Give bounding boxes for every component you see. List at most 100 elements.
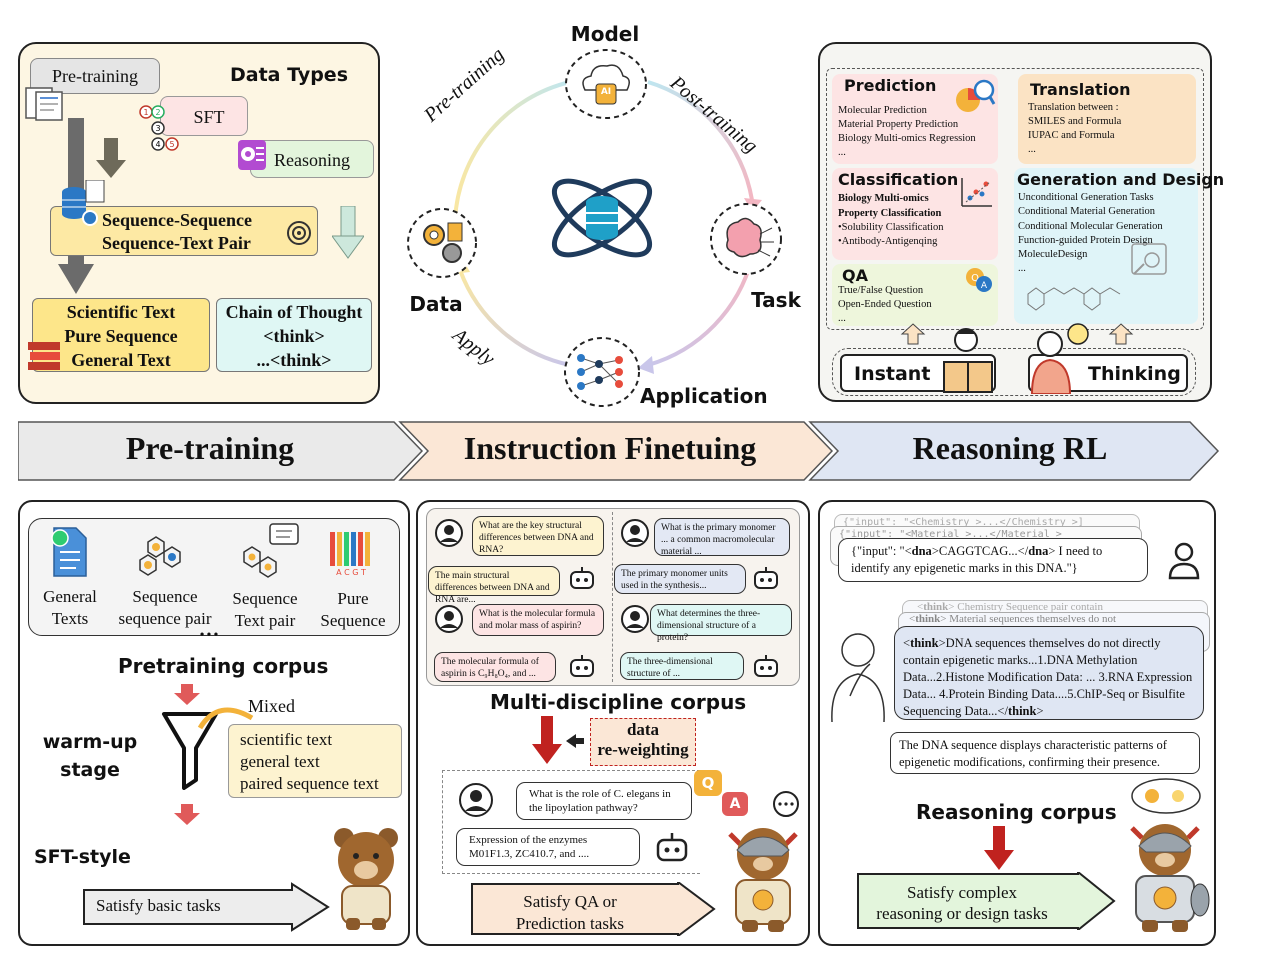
mode-dashed-frame [832, 348, 1196, 396]
scientific-text-line: Scientific Text [66, 302, 176, 322]
think-back-text-1: > Chemistry Sequence pair contain [948, 601, 1103, 613]
mixed-box [228, 724, 402, 798]
user-avatar-icon [459, 783, 493, 817]
prediction-item-3: Biology Multi-omics Regression [838, 133, 976, 144]
think-back-tag-1: think [923, 601, 949, 613]
robot-icon [570, 655, 594, 677]
think-bubble: <think>DNA sequences themselves do not d… [894, 626, 1204, 720]
robot-icon [656, 833, 688, 862]
cot-line2: <think> [263, 326, 325, 346]
sequence-pair-line2: Sequence-Text Pair [102, 233, 251, 253]
qa-item-2: Open-Ended Question [838, 299, 932, 310]
svg-text:Q: Q [971, 273, 979, 284]
satisfy-qa-line1: Satisfy QA or [523, 892, 617, 911]
translation-title: Translation [1030, 80, 1131, 99]
svg-text:3: 3 [155, 124, 160, 133]
data-types-title: Data Types [230, 64, 348, 86]
document-icon [25, 87, 63, 121]
scientific-text-box [32, 298, 210, 372]
robot-icon [570, 567, 594, 589]
down-arrow-sft [96, 138, 126, 178]
general-text-icon [51, 527, 87, 577]
q-badge: Q [694, 770, 722, 796]
reasoning-tag: Reasoning [250, 140, 374, 178]
stage-banner [18, 421, 1220, 481]
svg-text:4: 4 [155, 140, 160, 149]
sequence-pair-icon [139, 536, 181, 576]
translation-item-4: ... [1028, 144, 1036, 155]
user-avatar-icon [435, 519, 463, 547]
data-gears-icon [407, 208, 477, 278]
answer-bubble: The DNA sequence displays characteristic… [890, 732, 1200, 774]
down-arrow-multidiscipline [532, 716, 562, 764]
generation-item-6: ... [1018, 263, 1026, 274]
classification-item-1: Biology Multi-omics [838, 193, 929, 204]
up-arrow-instant [900, 323, 926, 345]
left-arrow-reweight [566, 734, 584, 748]
books-icon [28, 342, 60, 370]
numbered-steps-icon: 1 2 3 4 5 [139, 105, 179, 151]
chat-answer-1: The main structural differences between … [428, 566, 560, 605]
prediction-item-2: Material Property Prediction [838, 119, 959, 130]
molecule-structure-icon [1027, 287, 1121, 311]
mixed-item-1: scientific text [240, 730, 333, 749]
chat-question-4: What determines the three-dimensional st… [650, 604, 792, 643]
speech-bubble-icon [773, 791, 799, 817]
thinker-outline-icon [831, 633, 885, 723]
chat-answer-3: The molecular formula of aspirin is C₉H₈… [434, 652, 556, 682]
down-arrow-reasoning [332, 206, 364, 259]
think-close-bracket: > [1036, 704, 1044, 718]
user-avatar-icon [621, 519, 649, 547]
chat-question-2: What is the primary monomer ... a common… [654, 518, 790, 556]
generation-item-5: MoleculeDesign [1018, 249, 1088, 260]
brain-gear-icon [238, 140, 266, 170]
think-tag-open: think [910, 636, 939, 650]
qa-item-1: True/False Question [838, 285, 924, 296]
pretraining-panel [18, 500, 410, 946]
reasoning-panel [818, 500, 1216, 946]
reweight-line2: re-weighting [597, 740, 689, 759]
svg-text:5: 5 [169, 140, 174, 149]
input-dna-tag-open: dna [911, 544, 932, 558]
dna-sequence-icon [330, 532, 370, 566]
translation-item-3: IUPAC and Formula [1028, 130, 1115, 141]
network-icon [564, 337, 640, 407]
chat-answer-4: The three-dimensional structure of ... [620, 652, 744, 680]
reweight-box [590, 718, 696, 766]
think-back-prefix-1: < [917, 601, 924, 613]
think-open-bracket: < [903, 636, 911, 650]
reweight-line1: data [626, 720, 660, 739]
pretraining-corpus-title: Pretraining corpus [118, 654, 329, 678]
robot-icon [754, 567, 778, 589]
bear-mascot-icon [334, 828, 398, 930]
prediction-item-1: Molecular Prediction [838, 105, 927, 116]
dna-letters: A C G T [336, 568, 366, 577]
stage-instruction-finetuning: Instruction Finetuing [463, 430, 757, 466]
reasoning-corpus-title: Reasoning corpus [916, 800, 1117, 824]
qa-item-3: ... [838, 313, 846, 324]
down-arrow-sft-style [174, 804, 200, 825]
chat-question-1: What are the key structural differences … [472, 516, 604, 556]
protein-design-icon [1131, 243, 1167, 275]
svg-text:1: 1 [143, 108, 148, 117]
brain-circuit-icon [710, 203, 782, 275]
chat-question-3: What is the molecular formula and molar … [472, 604, 604, 636]
satisfy-complex-line2: reasoning or design tasks [876, 904, 1048, 923]
down-arrow-reasoning-corpus [984, 826, 1014, 870]
generation-title: Generation and Design [1017, 170, 1225, 189]
chain-of-thought-box [216, 298, 372, 372]
qa-bubble-icon: Q A [966, 268, 992, 292]
warm-up-stage-label: warm-up stage [42, 731, 138, 781]
think-tag-close: think [1007, 704, 1037, 718]
svg-text:A: A [981, 281, 988, 291]
a-badge: A [722, 792, 748, 816]
generation-item-3: Conditional Molecular Generation [1018, 221, 1163, 232]
translation-card [1018, 74, 1196, 164]
input-sequence: >CAGGTCAG...</ [931, 544, 1029, 558]
input-bubble: {"input": "<dna>CAGGTCAG...</dna> I need… [838, 538, 1148, 582]
prediction-title: Prediction [844, 76, 937, 95]
example-chat-frame [442, 770, 700, 874]
cot-line1: Chain of Thought [225, 302, 363, 322]
stage-reasoning-rl: Reasoning RL [912, 430, 1108, 466]
mixed-label: Mixed [248, 696, 295, 716]
